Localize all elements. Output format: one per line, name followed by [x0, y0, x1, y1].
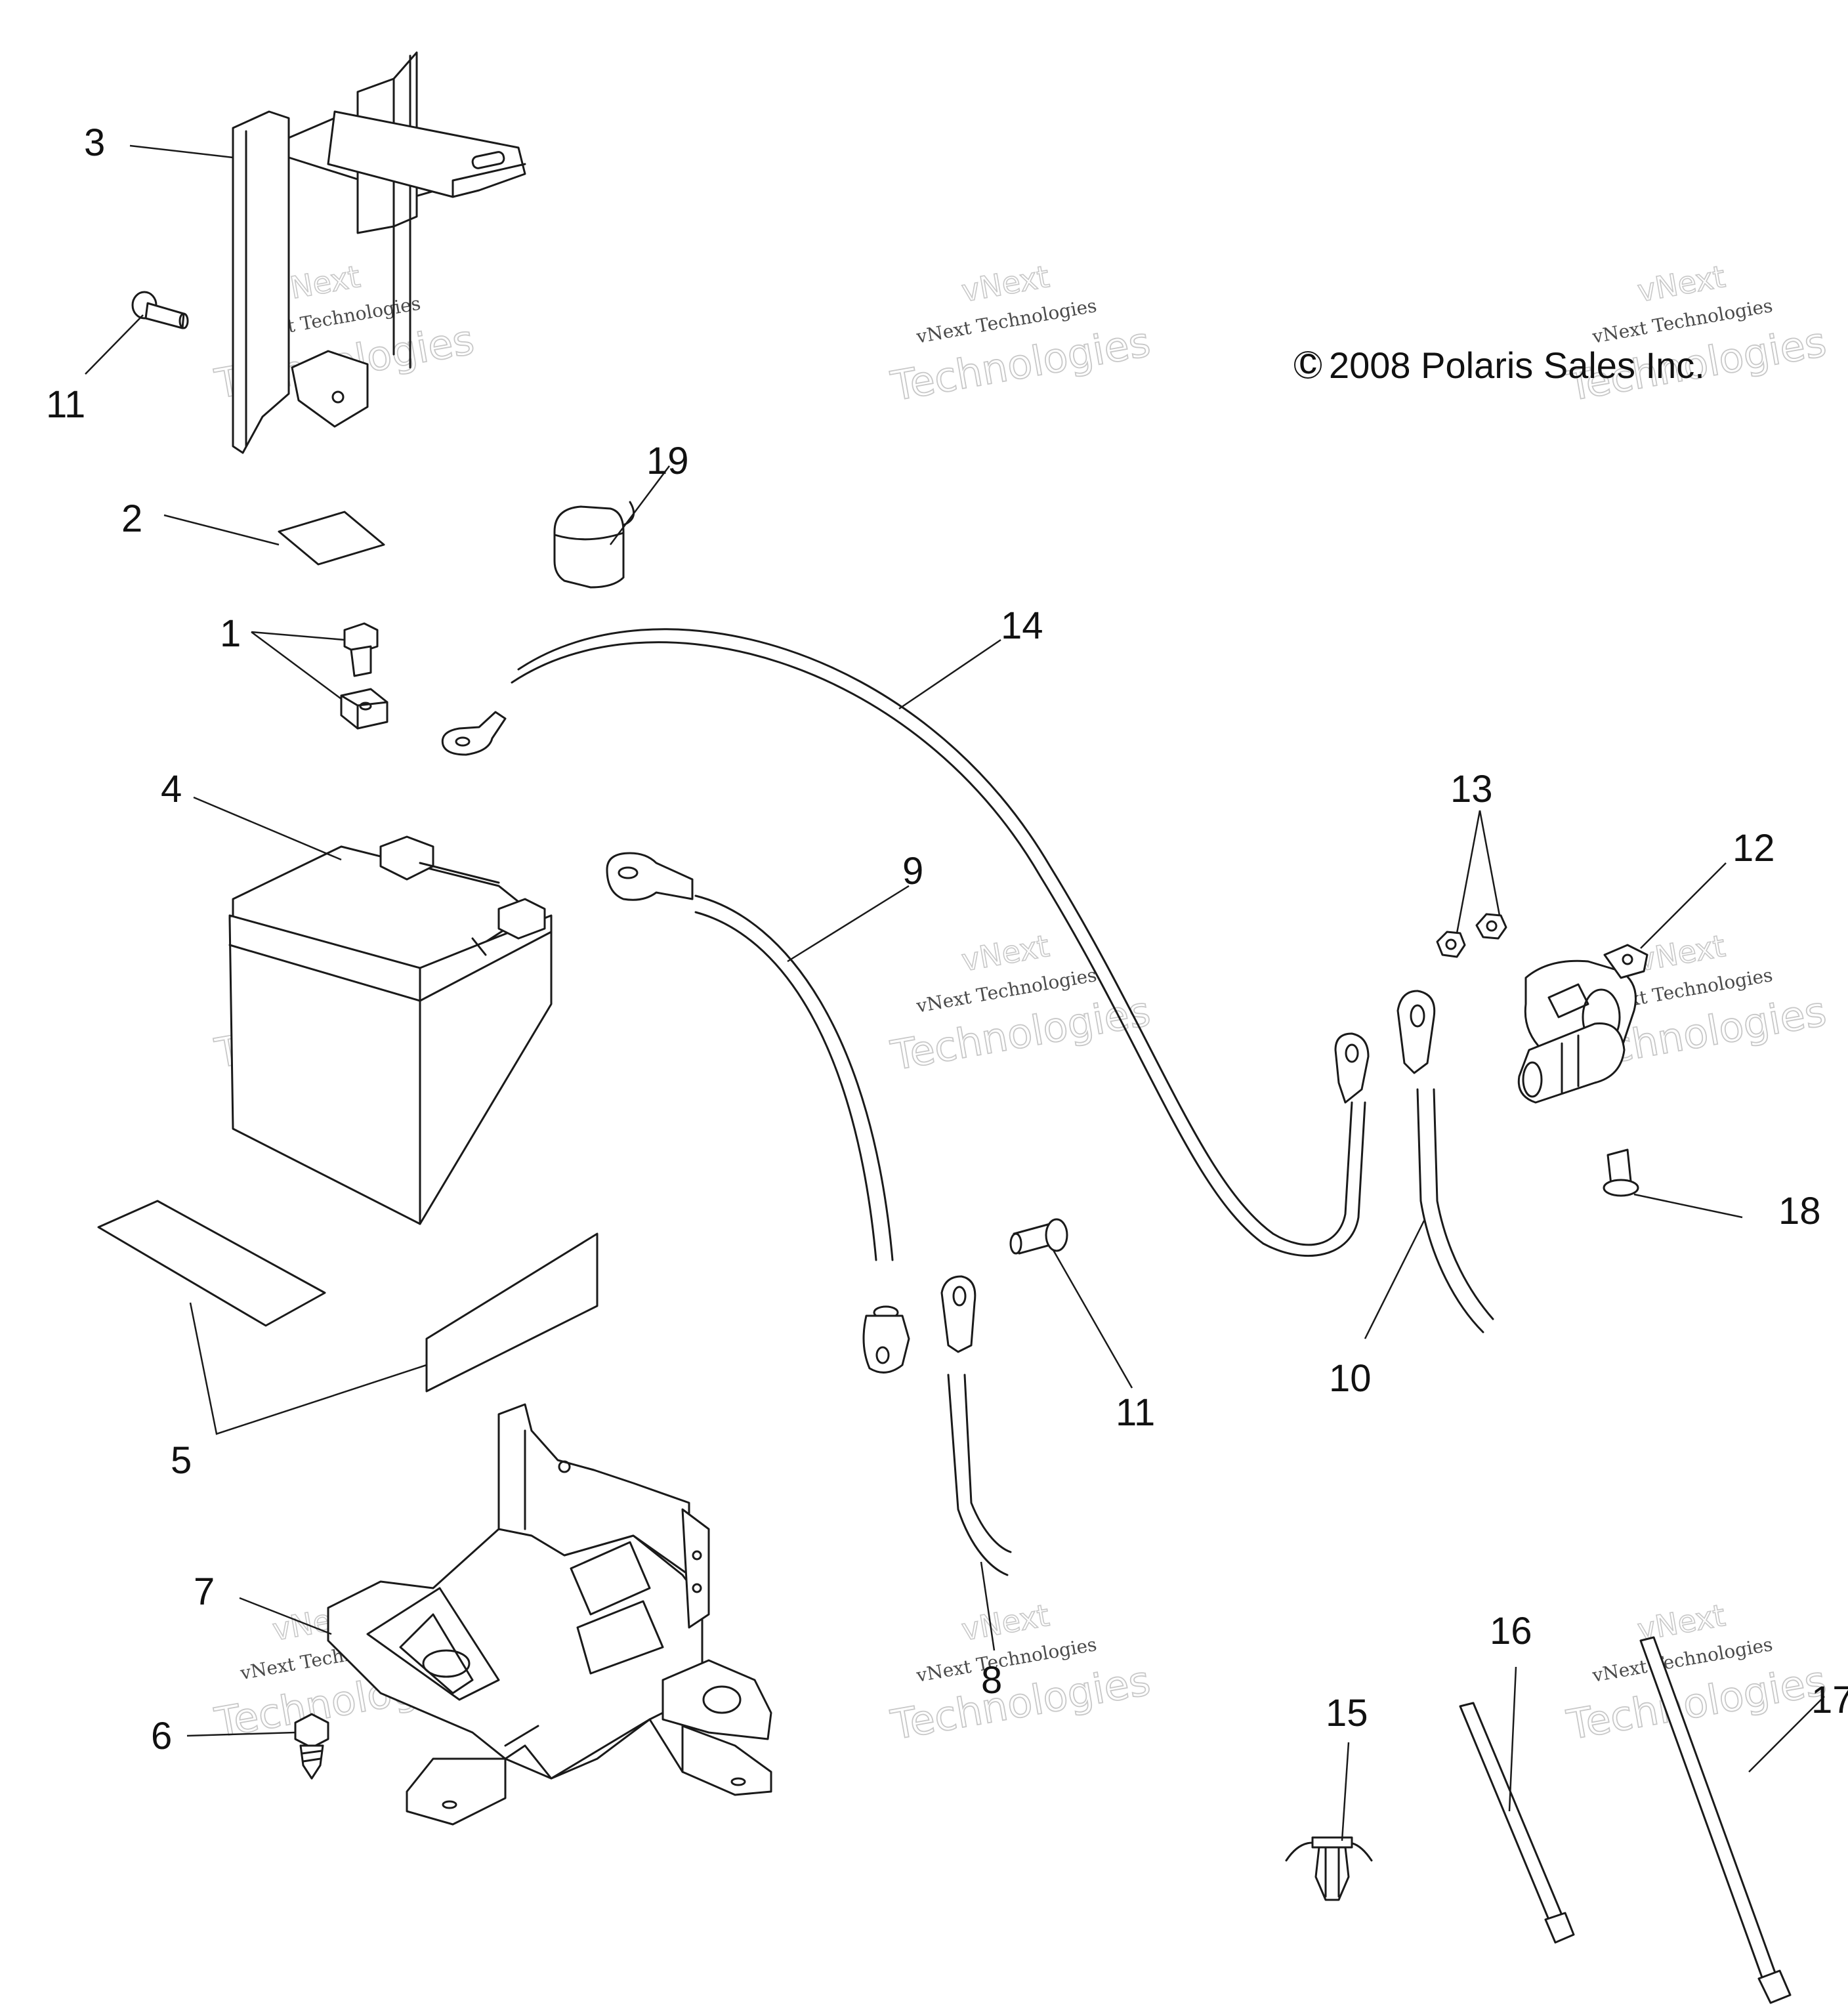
part-13-nuts — [1436, 913, 1507, 958]
part-11-bolt-upper — [131, 291, 189, 329]
callouts: 3 11 19 2 1 14 4 13 12 9 18 10 11 5 7 8 … — [46, 121, 1848, 1757]
callout-11: 11 — [46, 383, 85, 426]
callout-5: 5 — [171, 1439, 192, 1482]
callout-2: 2 — [121, 497, 142, 540]
callout-17: 17 — [1811, 1679, 1848, 1721]
copyright-notice: c 2008 Polaris Sales Inc. — [1294, 340, 1705, 386]
copyright-text: 2008 Polaris Sales Inc. — [1329, 345, 1705, 386]
part-14-end-terminal — [1334, 1032, 1370, 1104]
callout-14: 14 — [1001, 604, 1043, 647]
part-14-cable — [511, 628, 1366, 1257]
callout-9: 9 — [902, 850, 923, 892]
callout-19: 19 — [646, 440, 689, 482]
part-2-label — [278, 511, 385, 566]
part-12-solenoid — [1517, 944, 1648, 1104]
watermark-line1: vNext — [959, 928, 1052, 978]
callout-11b: 11 — [1116, 1391, 1155, 1434]
callout-4: 4 — [161, 768, 182, 810]
watermark-line1: vNext — [959, 1597, 1052, 1648]
callout-13: 13 — [1450, 768, 1493, 810]
part-3-hold-down-bracket — [232, 51, 526, 454]
callout-1: 1 — [220, 612, 241, 655]
part-18-screw — [1603, 1148, 1639, 1197]
part-11-bolt-lower — [1009, 1218, 1068, 1255]
callout-16: 16 — [1490, 1610, 1532, 1652]
callout-18: 18 — [1778, 1190, 1821, 1232]
part-7-battery-tray — [327, 1403, 772, 1826]
part-5-labels — [97, 1200, 598, 1393]
callout-15: 15 — [1326, 1692, 1368, 1734]
watermark-line1: vNext — [959, 259, 1052, 309]
part-16-cable-tie — [1459, 1702, 1575, 1944]
watermark-5: vNext vNext Technologies Technologies — [887, 927, 1154, 1080]
copyright-circle — [1294, 351, 1322, 379]
part-19-terminal-cap — [553, 501, 635, 589]
callout-7: 7 — [194, 1570, 215, 1613]
watermark-9: vNext vNext Technologies Technologies — [1563, 1597, 1830, 1750]
callout-8: 8 — [981, 1659, 1002, 1702]
watermark-line1: vNext — [1635, 259, 1728, 309]
part-10-cable — [1396, 990, 1494, 1334]
watermark-2: vNext vNext Technologies Technologies — [887, 258, 1154, 411]
part-6-screw — [294, 1713, 329, 1780]
watermark-line1: vNext — [1635, 928, 1728, 978]
leader-lines — [85, 144, 1825, 1841]
callout-12: 12 — [1732, 827, 1775, 870]
part-9-cable — [606, 852, 910, 1374]
watermark-8: vNext vNext Technologies Technologies — [887, 1597, 1154, 1750]
part-17-cable-tie — [1639, 1636, 1792, 2004]
part-8-cable — [940, 1275, 1012, 1576]
callout-6: 6 — [151, 1715, 172, 1757]
part-4-battery — [228, 835, 553, 1225]
copyright-symbol: c — [1299, 340, 1317, 381]
part-14-ring-terminal — [441, 711, 507, 756]
part-1-terminal-hardware — [340, 622, 388, 730]
callout-3: 3 — [84, 121, 105, 164]
callout-10: 10 — [1329, 1357, 1372, 1400]
part-15-push-rivet — [1285, 1836, 1373, 1901]
